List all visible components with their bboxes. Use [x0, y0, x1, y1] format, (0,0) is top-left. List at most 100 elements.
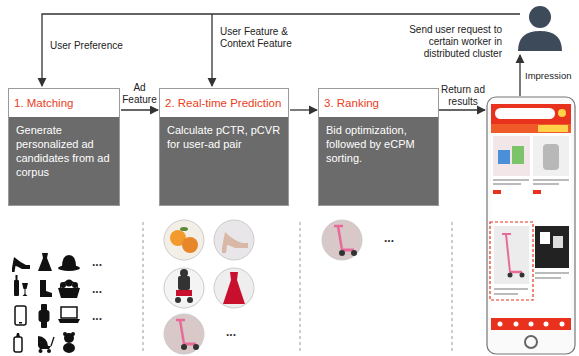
edge-label: Ad Feature [121, 82, 158, 106]
product-photo [339, 250, 345, 256]
product-icons [51, 337, 54, 346]
product-photo [181, 344, 187, 350]
phone-screenshot [544, 322, 549, 327]
product-icons [19, 322, 22, 324]
product-photo [334, 225, 343, 228]
flow-label: Return ad results [440, 84, 486, 108]
phone-screenshot [491, 104, 571, 330]
phone-screenshot [498, 322, 503, 327]
phone-screenshot [525, 336, 537, 348]
phone-screenshot [490, 222, 533, 300]
flow-label: User Preference [50, 40, 140, 52]
product-photo [180, 227, 188, 231]
phone-screenshot [533, 179, 569, 181]
product-icons [40, 280, 52, 297]
step-description: Calculate pCTR, pCVR for user-ad pair [160, 117, 288, 205]
phone-screenshot [535, 226, 569, 268]
ellipsis: ... [92, 283, 102, 295]
ellipsis: ... [384, 232, 394, 244]
phone-screenshot [498, 150, 510, 164]
product-photo [187, 297, 193, 303]
user-icon [529, 6, 551, 28]
phone-screenshot [493, 190, 501, 194]
step-title: 1. Matching [9, 89, 119, 117]
flow-label: Impression [525, 70, 577, 82]
phone-screenshot [493, 179, 529, 181]
phone-screenshot [502, 233, 511, 235]
flow-line [42, 14, 520, 86]
product-icons [38, 346, 51, 349]
phone-screenshot [533, 183, 559, 185]
ellipsis: ... [92, 256, 102, 268]
step-description: Generate personalized ad candidates from… [9, 117, 119, 205]
phone-screenshot [510, 271, 522, 274]
product-icons [64, 333, 74, 343]
step-title: 3. Ranking [319, 89, 438, 117]
product-icons [12, 257, 30, 272]
product-photo [222, 232, 248, 253]
process-box: 3. RankingBid optimization, followed by … [318, 88, 439, 206]
phone-screenshot [493, 136, 530, 176]
phone-screenshot [506, 234, 510, 272]
phone-screenshot [533, 190, 541, 194]
product-photo [338, 226, 342, 250]
product-icons [12, 253, 80, 353]
product-icons [61, 307, 77, 318]
flow-arrow [290, 109, 317, 110]
product-photo [223, 272, 245, 304]
product-icons [38, 253, 52, 271]
phone-screenshot [535, 277, 561, 279]
step-title: 2. Real-time Prediction [160, 89, 288, 117]
phone-screenshot [487, 97, 575, 354]
product-icons [22, 283, 28, 296]
product-photo [214, 220, 254, 260]
product-photo [164, 220, 204, 260]
phone-screenshot [520, 273, 525, 278]
product-icons [63, 343, 75, 353]
separator-line [300, 222, 301, 352]
product-photo [180, 320, 184, 344]
product-photo [164, 314, 204, 354]
phone-screenshot [514, 322, 519, 327]
flow-line [211, 14, 212, 86]
flow-label: User Feature & Context Feature [220, 26, 302, 50]
product-photo [214, 268, 254, 308]
product-photo [182, 237, 198, 253]
phone-screenshot [491, 104, 571, 124]
product-icons [71, 332, 75, 336]
phone-screenshot [560, 322, 565, 327]
phone-screenshot [553, 236, 563, 248]
product-photo [176, 290, 192, 296]
flow-arrow [121, 109, 158, 110]
phone-screenshot [535, 272, 569, 274]
phone-screenshot [493, 183, 521, 185]
phone-screenshot [543, 144, 559, 170]
product-icons [16, 333, 20, 337]
phone-screenshot [495, 108, 555, 119]
flow-label: Send user request to certain worker in d… [402, 24, 502, 60]
phone-screenshot [538, 125, 568, 132]
product-icons [16, 275, 18, 281]
product-icons [15, 306, 26, 325]
user-icon [518, 31, 562, 51]
product-icons [38, 336, 48, 346]
phone-screenshot [529, 322, 534, 327]
product-icons [58, 288, 80, 298]
product-photo [176, 319, 185, 322]
separator-line [452, 222, 453, 352]
product-photo [322, 220, 362, 260]
flow-line [439, 109, 485, 110]
phone-screenshot [558, 109, 566, 117]
product-photo [175, 297, 181, 303]
product-photo [180, 269, 188, 277]
phone-screenshot [540, 232, 550, 244]
product-icons [39, 310, 50, 322]
product-icons [58, 319, 80, 323]
product-icons [63, 332, 67, 336]
product-photo [322, 220, 362, 260]
user-icon [518, 6, 562, 51]
product-photo [164, 314, 204, 354]
product-photo [164, 268, 204, 308]
product-photo [214, 268, 254, 308]
phone-screenshot [491, 318, 571, 330]
